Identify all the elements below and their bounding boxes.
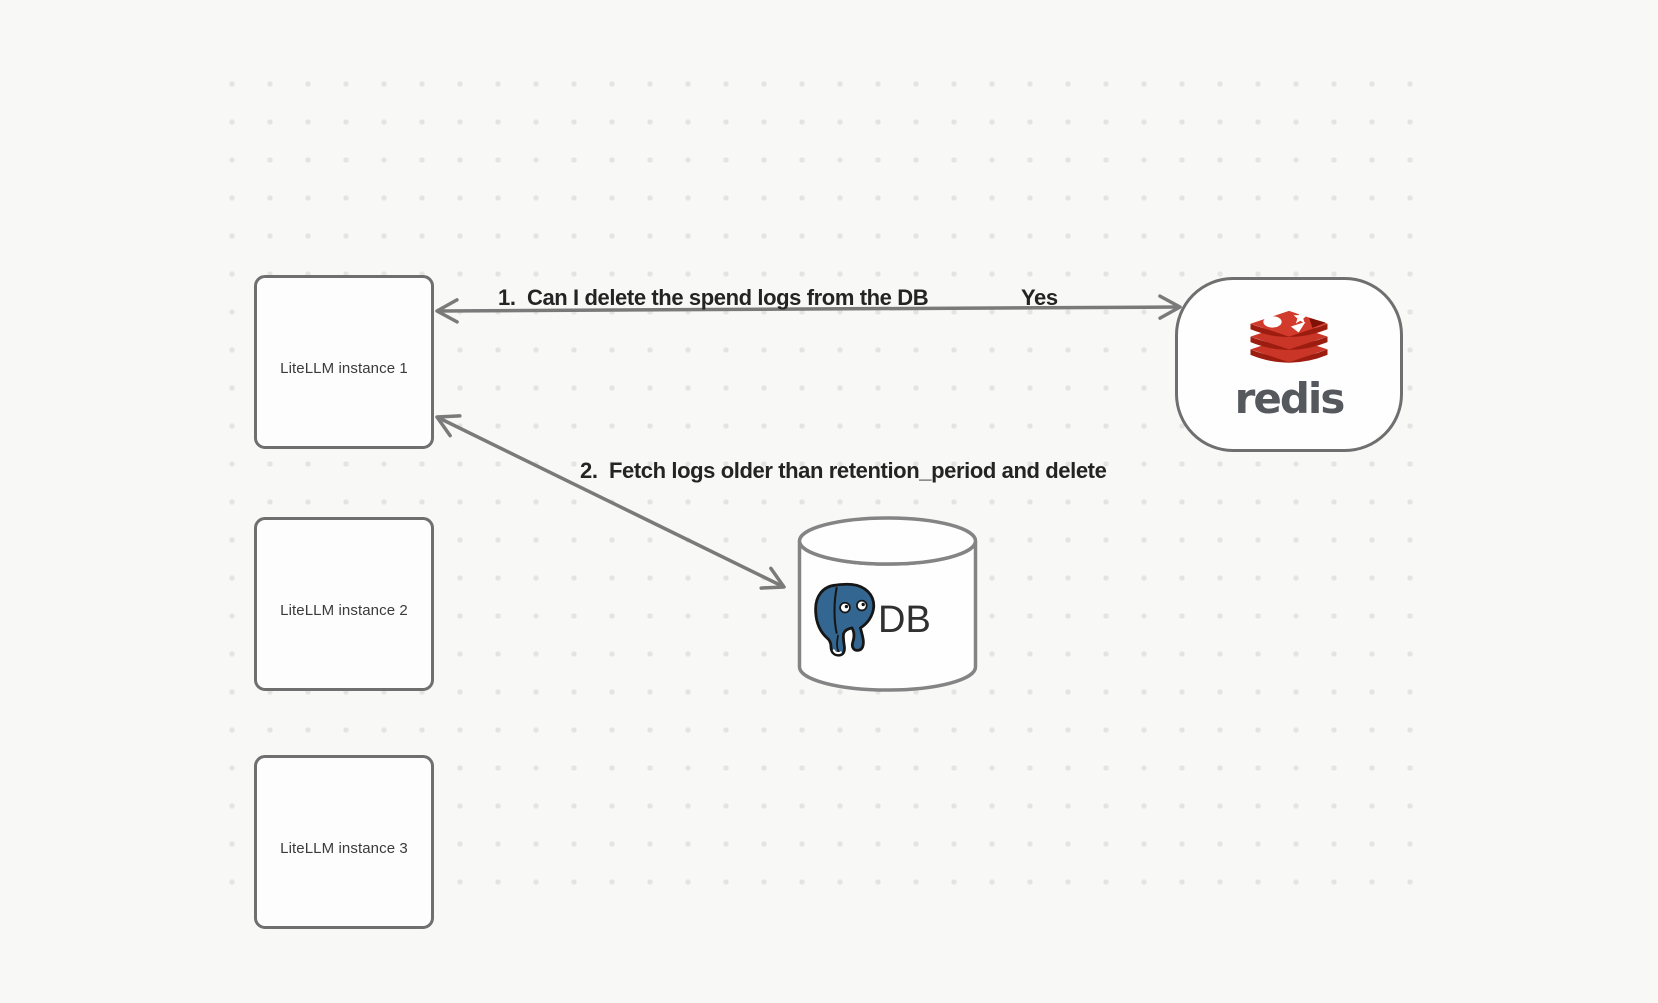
node-litellm-instance-3-label: LiteLLM instance 3	[280, 839, 408, 857]
arrow-litellm-db	[435, 414, 786, 590]
node-litellm-instance-2: LiteLLM instance 2	[254, 517, 434, 691]
redis-logo-icon	[1250, 309, 1328, 363]
redis-wordmark: redis	[1234, 373, 1346, 423]
arrow-2-label: 2. Fetch logs older than retention_perio…	[580, 458, 1107, 483]
db-node-label: DB	[878, 599, 931, 641]
node-litellm-instance-1-label: LiteLLM instance 1	[280, 359, 408, 377]
arrow-1-response-label: Yes	[1021, 285, 1058, 310]
node-litellm-instance-1: LiteLLM instance 1	[254, 275, 434, 449]
node-litellm-instance-2-label: LiteLLM instance 2	[280, 601, 408, 619]
arrow-1-label: 1. Can I delete the spend logs from the …	[498, 285, 929, 310]
node-litellm-instance-3: LiteLLM instance 3	[254, 755, 434, 929]
arrow-litellm-redis	[435, 294, 1182, 324]
postgresql-logo-icon	[814, 582, 876, 657]
db-node-content: DB	[810, 580, 960, 658]
node-redis: redis	[1175, 277, 1403, 452]
